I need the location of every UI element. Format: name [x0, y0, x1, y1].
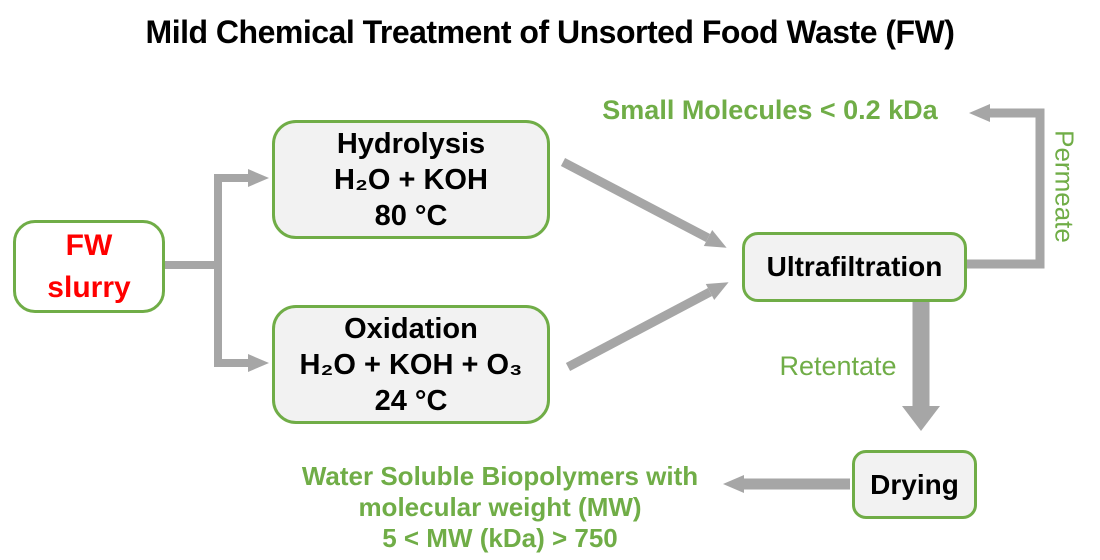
hydrolysis-line: H₂O + KOH [334, 163, 488, 196]
drying-label: Drying [870, 468, 959, 500]
arrow-oxidation-to-ultrafiltration [565, 282, 729, 371]
biopolymers-line: 5 < MW (kDa) > 750 [382, 523, 618, 553]
hydrolysis-line: Hydrolysis [336, 127, 486, 160]
permeate-label: Permeate [1049, 130, 1080, 243]
oxidation-line: Oxidation [344, 312, 478, 345]
retentate-label: Retentate [779, 351, 897, 381]
biopolymers-line: Water Soluble Biopolymers with [301, 461, 699, 491]
fw-slurry-line: FW [65, 228, 113, 262]
oxidation-line: H₂O + KOH + O₃ [299, 348, 523, 381]
hydrolysis-box: Hydrolysis H₂O + KOH 80 °C [272, 120, 550, 239]
small-molecules-label: Small Molecules < 0.2 kDa [602, 95, 938, 125]
biopolymers-line: molecular weight (MW) [358, 492, 642, 522]
fw-slurry-line: slurry [47, 270, 131, 304]
diagram-title: Mild Chemical Treatment of Unsorted Food… [145, 14, 955, 50]
arrow-hydrolysis-to-ultrafiltration [560, 158, 727, 248]
ultrafiltration-box: Ultrafiltration [742, 232, 967, 302]
arrow-permeate-to-small-molecules [967, 104, 1045, 269]
drying-box: Drying [852, 450, 977, 519]
ultrafiltration-label: Ultrafiltration [766, 251, 943, 282]
oxidation-line: 24 °C [374, 384, 448, 417]
fw-slurry-box: FW slurry [13, 220, 165, 313]
biopolymers-label: Water Soluble Biopolymers with molecular… [295, 461, 705, 554]
oxidation-box: Oxidation H₂O + KOH + O₃ 24 °C [272, 305, 550, 424]
hydrolysis-line: 80 °C [374, 199, 448, 232]
